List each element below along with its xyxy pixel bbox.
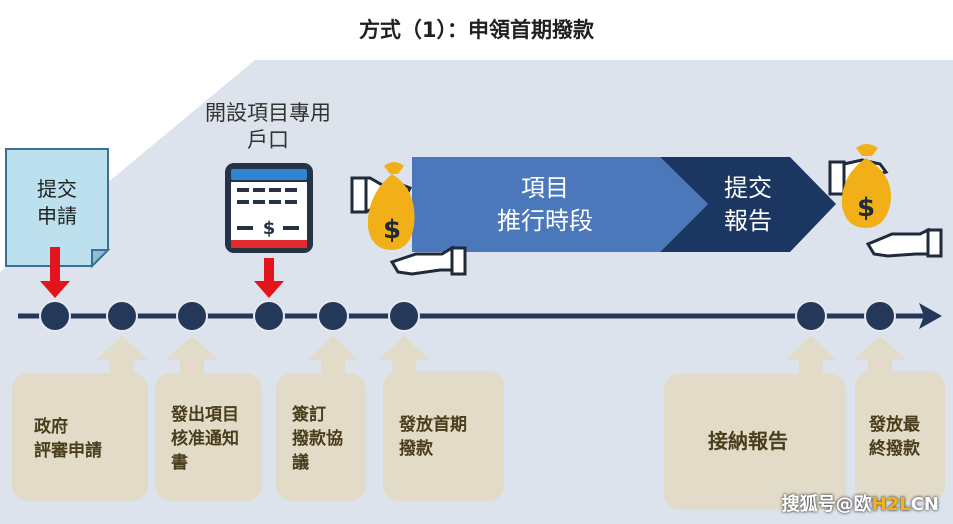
stage-submit-report-label: 提交 報告: [724, 174, 772, 235]
svg-text:$: $: [263, 218, 276, 239]
timeline-node: [317, 300, 349, 332]
up-arrow-icon: [378, 336, 430, 376]
stage-submit-report: [660, 157, 836, 252]
timeline-node: [176, 300, 208, 332]
document-icon: [5, 148, 111, 269]
step-box-final-payment: 發放最 終撥款: [855, 371, 945, 501]
timeline-node: [795, 300, 827, 332]
red-arrow-icon: [40, 247, 70, 298]
timeline-node: [106, 300, 138, 332]
step-box-first-payment: 發放首期 撥款: [383, 371, 504, 501]
up-arrow-icon: [166, 336, 218, 376]
step-box-accept-report: 接納報告: [664, 374, 846, 510]
step-box-government-review: 政府 評審申請: [12, 373, 148, 501]
up-arrow-icon: [854, 336, 906, 376]
stage-project-period: [412, 157, 708, 252]
money-bag-hand-icon: $: [828, 144, 943, 258]
up-arrow-icon: [96, 336, 148, 376]
open-account-label: 開設項目專用 戶口: [205, 101, 331, 152]
red-arrow-icon: [254, 258, 284, 298]
page-title: 方式（1）：申領首期撥款: [358, 18, 595, 42]
svg-text:$: $: [857, 193, 875, 223]
step-box-approval-notice: 發出項目 核准通知 書: [155, 373, 262, 501]
watermark: 搜狐号@欧H2LCN: [781, 494, 939, 515]
timeline-node: [253, 300, 285, 332]
timeline-node: [388, 300, 420, 332]
timeline-node: [39, 300, 71, 332]
bank-card-icon: $: [225, 163, 313, 253]
money-bag-hand-icon: $: [350, 162, 467, 276]
submit-application-label: 提交 申請: [37, 177, 77, 228]
svg-text:$: $: [383, 215, 401, 245]
up-arrow-icon: [785, 336, 837, 376]
timeline-node: [864, 300, 896, 332]
up-arrow-icon: [307, 336, 359, 376]
timeline-arrow: [18, 303, 942, 329]
step-box-funding-agreement: 簽訂 撥款協 議: [276, 373, 366, 501]
stage-project-period-label: 項目 推行時段: [497, 174, 593, 235]
